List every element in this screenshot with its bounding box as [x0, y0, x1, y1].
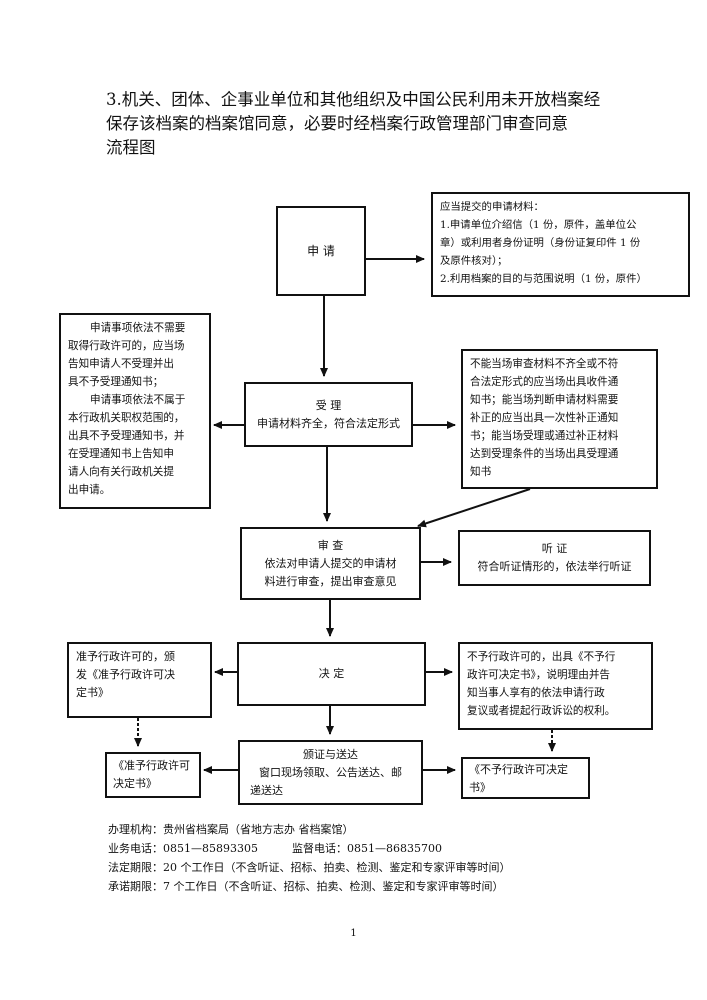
hearing-title: 听 证	[541, 542, 568, 555]
accept-notice-line-2: 合法定形式的应当场出具收件通	[470, 376, 619, 388]
hearing-box: 听 证 符合听证情形的，依法举行听证	[458, 530, 651, 586]
reject-notice-box: 申请事项依法不需要 取得行政许可的，应当场 告知申请人不受理并出 具不予受理通知…	[59, 313, 211, 509]
review-line-2: 料进行审查，提出审查意见	[264, 574, 397, 588]
accept-title: 受 理	[315, 398, 342, 412]
review-box: 审 查 依法对申请人提交的申请材 料进行审查，提出审查意见	[240, 527, 421, 600]
accept-notice-line-1: 不能当场审查材料不齐全或不符	[470, 358, 619, 370]
accept-notice-line-5: 书；能当场受理或通过补正材料	[470, 430, 619, 442]
legal-time-limit: 法定期限：20 个工作日（不含听证、招标、拍卖、检测、鉴定和专家评审等时间）	[108, 861, 511, 874]
promised-time-limit: 承诺期限：7 个工作日（不含听证、招标、拍卖、检测、鉴定和专家评审等时间）	[108, 880, 504, 893]
hearing-subtitle: 符合听证情形的，依法举行听证	[477, 560, 632, 573]
deny-line-1: 不予行政许可的，出具《不予行	[467, 651, 616, 663]
review-title: 审 查	[317, 538, 344, 552]
decide-label: 决 定	[318, 667, 345, 680]
document-title: 3.机关、团体、企事业单位和其他组织及中国公民利用未开放档案经 保存该档案的档案…	[106, 88, 626, 160]
reject-line-3: 告知申请人不受理并出	[68, 358, 174, 370]
deliver-title: 颁证与送达	[303, 747, 358, 761]
deny-line-3: 知当事人享有的依法申请行政	[467, 687, 605, 699]
grant-decision-doc-box: 《准予行政许可 决定书》	[105, 752, 201, 798]
accept-notice-line-7: 知书	[470, 466, 492, 478]
supervision-phone: 监督电话：0851—86835700	[291, 842, 442, 855]
reject-line-2: 取得行政许可的，应当场	[68, 340, 185, 352]
deny-line-2: 政许可决定书》，说明理由并告	[467, 669, 611, 681]
deliver-box: 颁证与送达 窗口现场领取、公告送达、邮 递送达	[238, 740, 423, 805]
decide-box: 决 定	[237, 642, 426, 706]
accept-box: 受 理 申请材料齐全，符合法定形式	[244, 382, 413, 447]
handling-info: 办理机构：贵州省档案局（省地方志办 省档案馆） 业务电话：0851—858933…	[108, 820, 511, 896]
handling-org: 办理机构：贵州省档案局（省地方志办 省档案馆）	[108, 823, 354, 836]
deny-doc-line-2: 书》	[469, 781, 491, 794]
grant-line-1: 准予行政许可的，颁	[76, 650, 175, 663]
deny-box: 不予行政许可的，出具《不予行 政许可决定书》，说明理由并告 知当事人享有的依法申…	[458, 642, 653, 730]
accept-notice-line-4: 补正的应当出具一次性补正通知	[470, 412, 619, 424]
materials-line-4: 及原件核对）；	[440, 255, 508, 267]
reject-line-4: 具不予受理通知书；	[68, 376, 164, 388]
grant-doc-line-1: 《准予行政许可	[113, 759, 190, 772]
title-line-2: 保存该档案的档案馆同意，必要时经档案行政管理部门审查同意	[106, 114, 568, 133]
reject-line-9: 请人向有关行政机关提	[68, 466, 174, 478]
accept-notice-line-6: 达到受理条件的当场出具受理通	[470, 448, 619, 460]
title-line-3: 流程图	[106, 138, 156, 157]
materials-line-3: 章）或利用者身份证明（身份证复印件 1 份	[440, 237, 641, 249]
accept-notice-line-3: 知书；能当场判断申请材料需要	[470, 394, 619, 406]
review-line-1: 依法对申请人提交的申请材	[264, 556, 397, 570]
apply-label: 申 请	[307, 244, 335, 258]
page-number: 1	[350, 928, 357, 939]
accept-notice-box: 不能当场审查材料不齐全或不符 合法定形式的应当场出具收件通 知书；能当场判断申请…	[461, 349, 658, 489]
accept-subtitle: 申请材料齐全，符合法定形式	[257, 416, 400, 430]
business-phone: 业务电话：0851—85893305	[108, 842, 258, 855]
phone-row: 业务电话：0851—85893305 监督电话：0851—86835700	[108, 839, 511, 858]
materials-line-1: 应当提交的申请材料：	[440, 201, 544, 213]
grant-doc-line-2: 决定书》	[113, 777, 157, 790]
title-line-1: 3.机关、团体、企事业单位和其他组织及中国公民利用未开放档案经	[106, 90, 601, 109]
reject-line-1: 申请事项依法不需要	[90, 322, 186, 334]
deny-line-4: 复议或者提起行政诉讼的权利。	[467, 705, 616, 717]
grant-line-2: 发《准予行政许可决	[76, 668, 175, 681]
deliver-line-1: 窗口现场领取、公告送达、邮	[259, 765, 402, 779]
reject-line-5: 申请事项依法不属于	[90, 394, 186, 406]
deny-doc-line-1: 《不予行政许可决定	[469, 763, 568, 776]
arrow-right-notice-to-review	[417, 488, 531, 528]
reject-line-6: 本行政机关职权范围的，	[68, 412, 185, 424]
reject-line-10: 出申请。	[68, 484, 111, 496]
materials-line-2: 1.申请单位介绍信（1 份，原件，盖单位公	[440, 219, 637, 231]
materials-line-5: 2.利用档案的目的与范围说明（1 份，原件）	[440, 273, 647, 285]
deny-decision-doc-box: 《不予行政许可决定 书》	[461, 757, 590, 799]
materials-box: 应当提交的申请材料： 1.申请单位介绍信（1 份，原件，盖单位公 章）或利用者身…	[431, 192, 690, 297]
apply-box: 申 请	[276, 206, 366, 296]
reject-line-8: 在受理通知书上告知申	[68, 448, 174, 460]
grant-box: 准予行政许可的，颁 发《准予行政许可决 定书》	[67, 642, 212, 718]
grant-line-3: 定书》	[76, 686, 109, 699]
reject-line-7: 出具不予受理通知书，并	[68, 430, 185, 442]
deliver-line-2: 递送达	[250, 783, 283, 797]
